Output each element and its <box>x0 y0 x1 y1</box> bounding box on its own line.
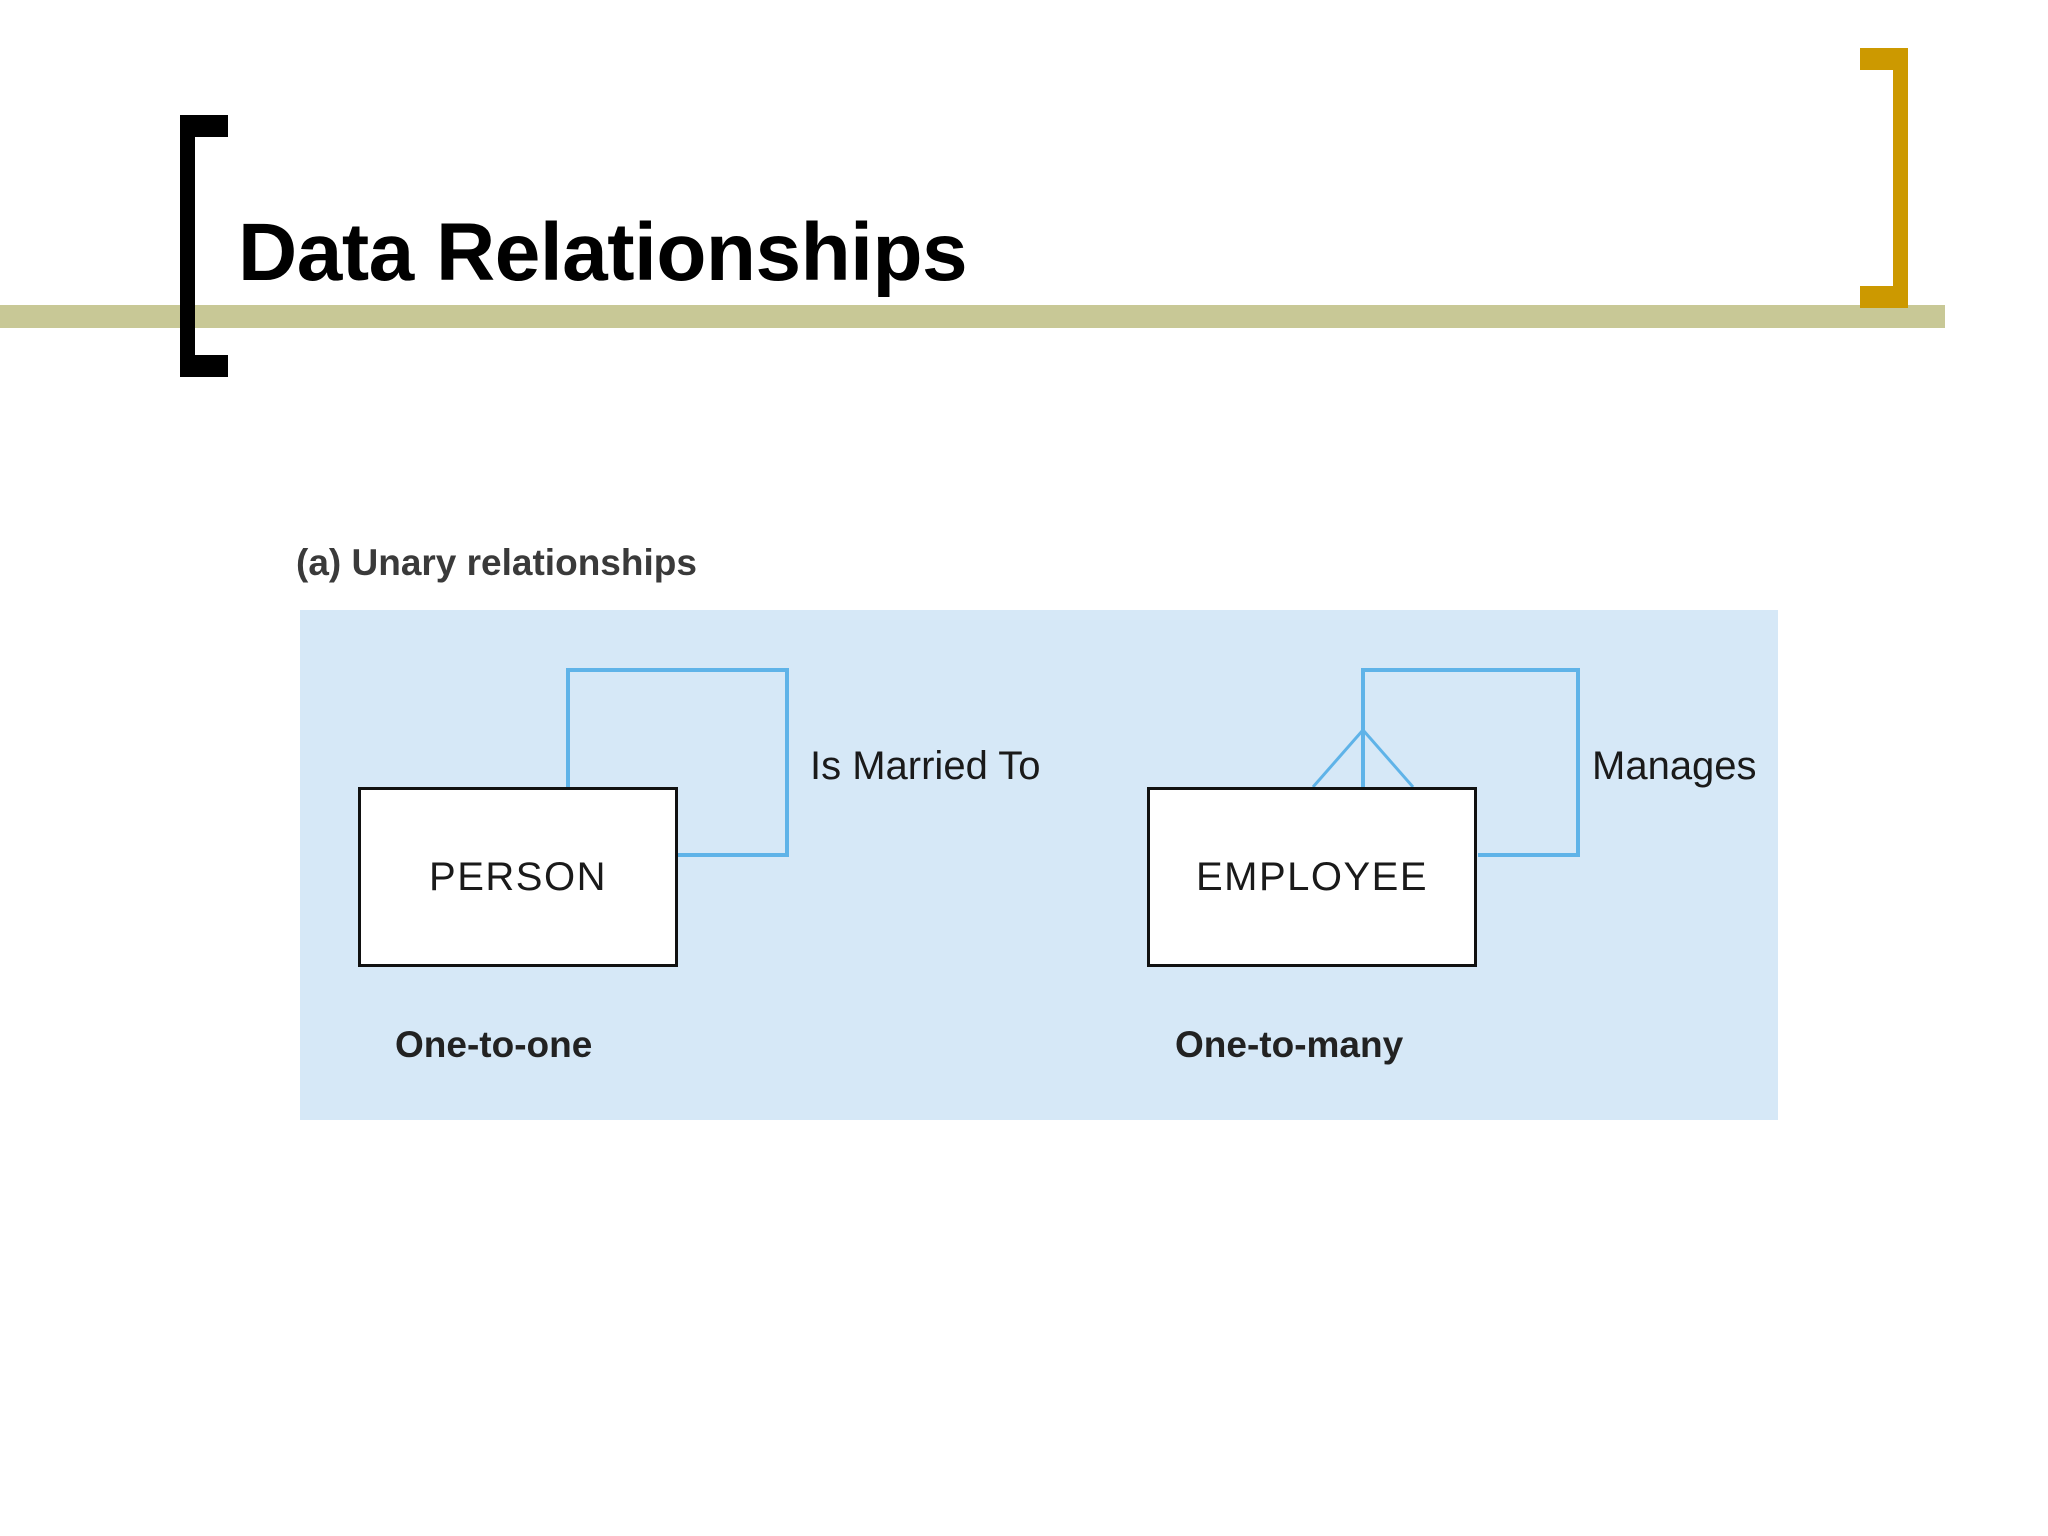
entity-box-person[interactable]: PERSON <box>358 787 678 967</box>
entity-label-person: PERSON <box>429 854 607 899</box>
figure-caption: (a) Unary relationships <box>296 542 697 583</box>
left-bracket-stem <box>180 115 195 377</box>
right-bracket-decoration-icon <box>1860 48 1908 308</box>
right-bracket-bottom-arm <box>1860 286 1908 308</box>
slide-title-area: Data Relationships <box>0 0 2048 400</box>
page-title: Data Relationships <box>238 207 968 298</box>
cardinality-caption-one-to-one: One-to-one <box>395 1024 593 1065</box>
entity-box-employee[interactable]: EMPLOYEE <box>1147 787 1477 967</box>
left-bracket-decoration-icon <box>180 115 228 377</box>
title-underline-bar <box>0 305 1945 328</box>
relationship-label-is-married-to: Is Married To <box>810 744 1041 788</box>
entity-label-employee: EMPLOYEE <box>1195 854 1429 899</box>
right-bracket-stem <box>1893 48 1908 308</box>
cardinality-caption-one-to-many: One-to-many <box>1175 1024 1404 1065</box>
left-bracket-bottom-arm <box>180 355 228 377</box>
relationship-label-manages: Manages <box>1592 744 1757 788</box>
